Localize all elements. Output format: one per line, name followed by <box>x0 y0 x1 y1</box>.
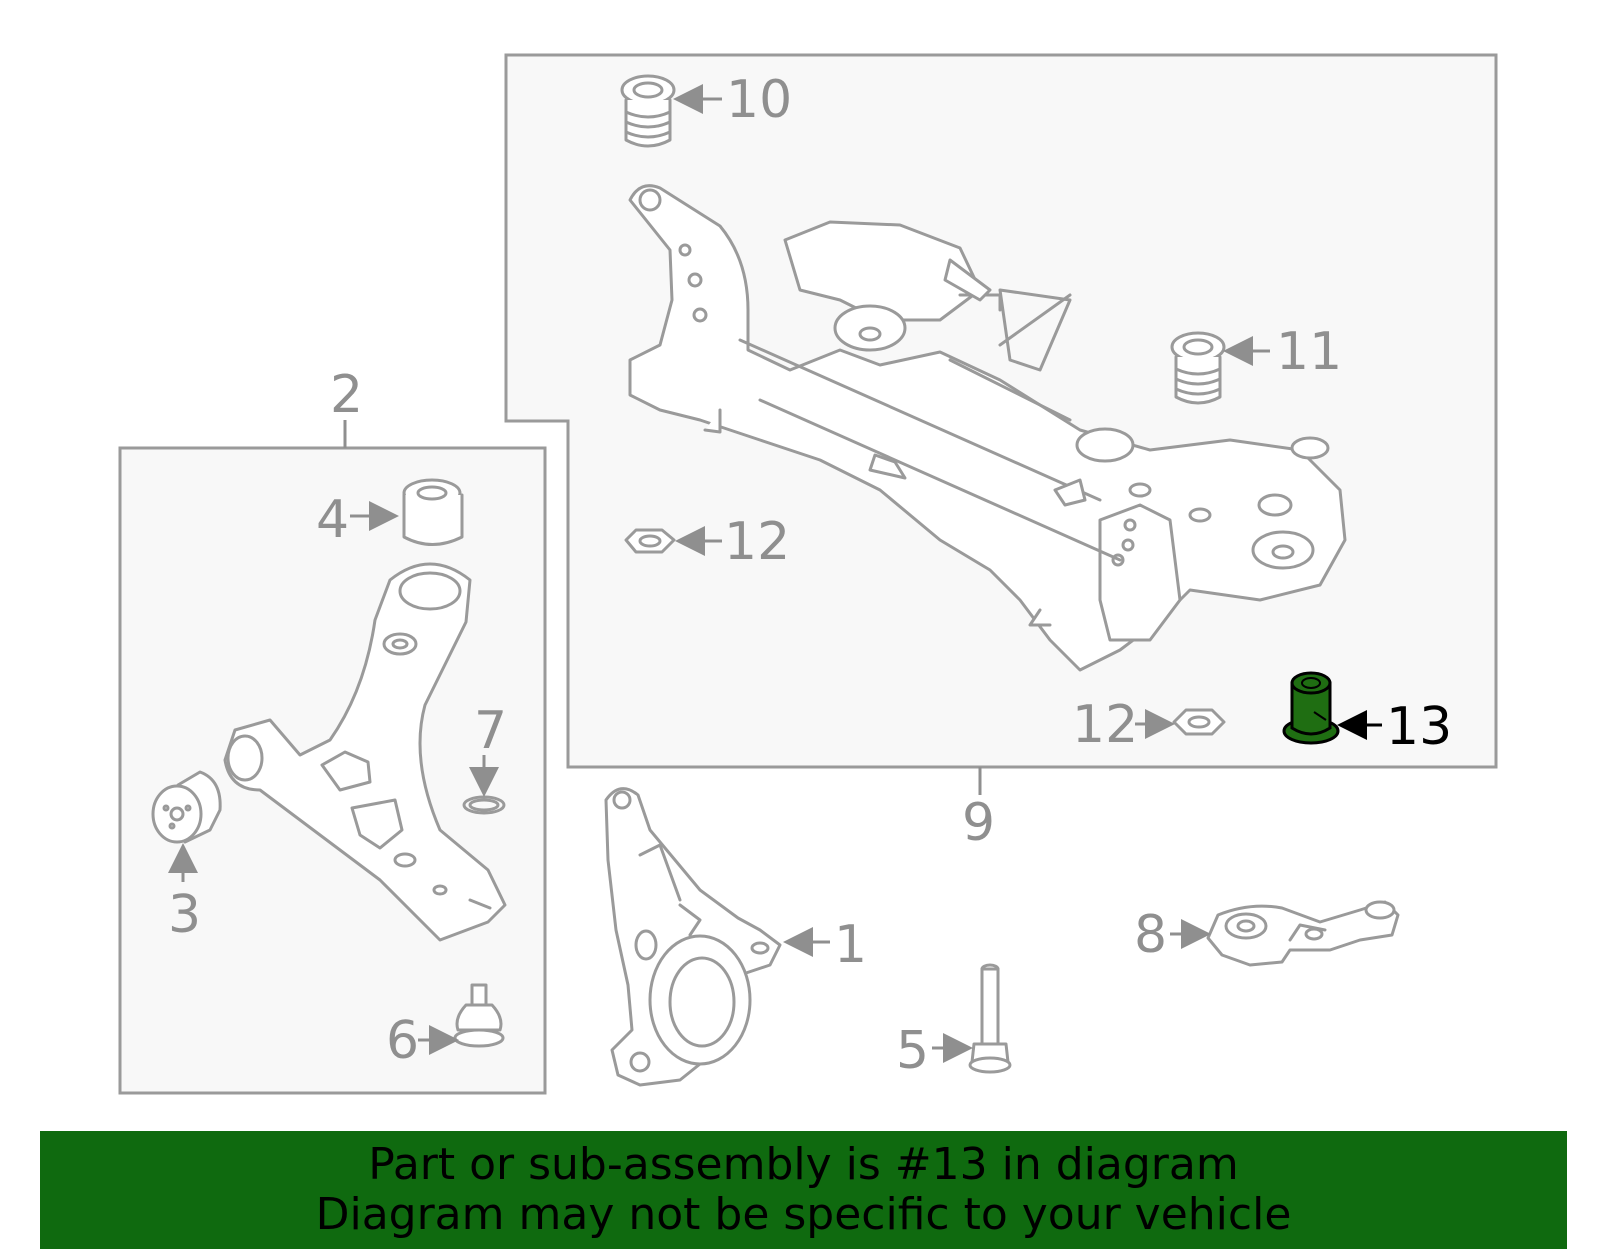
callout-9: 9 <box>962 793 995 853</box>
banner-line-1: Part or sub-assembly is #13 in diagram <box>368 1139 1239 1190</box>
banner-line-2: Diagram may not be specific to your vehi… <box>315 1189 1292 1240</box>
callout-3: 3 <box>168 885 201 945</box>
callout-8: 8 <box>1134 905 1167 965</box>
callout-12-upper: 12 <box>724 512 790 572</box>
part-9-front-crossmember[interactable] <box>628 184 1347 672</box>
callout-1: 1 <box>834 915 867 975</box>
part-10-upper-mount-bushing[interactable] <box>620 74 676 148</box>
part-12-plate-upper[interactable] <box>624 528 676 554</box>
callout-11: 11 <box>1276 322 1342 382</box>
part-12-plate-lower[interactable] <box>1172 708 1226 736</box>
callout-10: 10 <box>726 70 792 130</box>
callout-7: 7 <box>474 701 507 761</box>
part-1-steering-knuckle[interactable] <box>604 787 782 1087</box>
part-11-mount-bushing[interactable] <box>1170 331 1226 405</box>
part-2-lower-control-arm[interactable] <box>223 562 507 942</box>
part-13-crossmember-bushing[interactable] <box>1282 671 1340 745</box>
callout-4: 4 <box>316 490 349 550</box>
part-4-arm-bushing[interactable] <box>402 478 464 546</box>
callout-5: 5 <box>896 1021 929 1081</box>
callout-6: 6 <box>386 1011 419 1071</box>
callout-12-lower: 12 <box>1072 695 1138 755</box>
part-3-rear-bushing[interactable] <box>151 770 222 844</box>
part-5-bolt[interactable] <box>968 963 1012 1074</box>
part-7-snap-ring[interactable] <box>462 795 506 815</box>
part-6-ball-joint[interactable] <box>453 983 505 1048</box>
callout-2: 2 <box>330 365 363 425</box>
callout-13: 13 <box>1386 697 1452 757</box>
part-8-bracket[interactable] <box>1206 900 1400 967</box>
info-banner: Part or sub-assembly is #13 in diagram D… <box>40 1131 1567 1249</box>
